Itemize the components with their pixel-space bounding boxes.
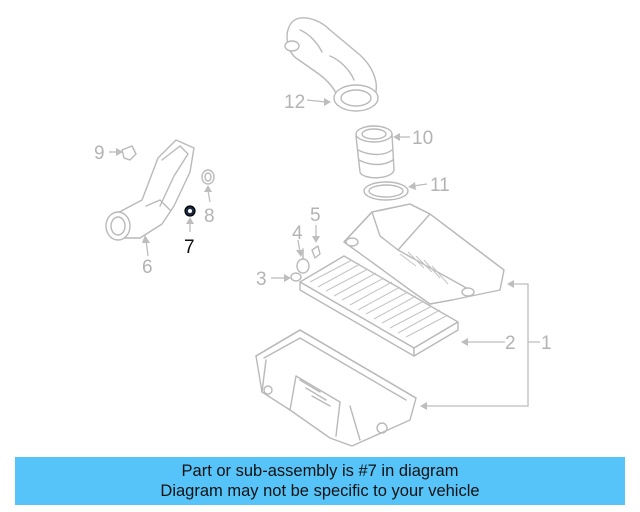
part-2-filter-element[interactable] <box>299 255 459 357</box>
part-5-screw[interactable] <box>311 245 321 259</box>
callout-3: 3 <box>256 269 267 290</box>
callout-2: 2 <box>505 333 516 354</box>
air-cleaner-housing-cover[interactable] <box>343 203 505 305</box>
air-cleaner-housing-lower[interactable] <box>255 329 417 447</box>
banner-line-part-number: Part or sub-assembly is #7 in diagram <box>181 462 459 480</box>
callout-1: 1 <box>541 333 552 354</box>
part-7-nut[interactable] <box>184 205 196 217</box>
part-11-seal-ring[interactable] <box>363 181 409 201</box>
callout-7: 7 <box>184 237 195 258</box>
callout-9: 9 <box>94 143 105 164</box>
part-10-mass-air-sensor[interactable] <box>355 125 395 179</box>
callout-10: 10 <box>412 128 433 149</box>
callout-8: 8 <box>204 206 215 227</box>
callout-5: 5 <box>310 205 321 226</box>
callout-11: 11 <box>430 175 450 196</box>
callout-4: 4 <box>292 223 303 244</box>
callout-labels: 12 10 11 9 8 7 6 3 4 5 2 1 <box>94 92 552 354</box>
leader-lines <box>109 98 540 410</box>
part-6-air-inlet-duct[interactable] <box>105 139 195 241</box>
info-banner: Part or sub-assembly is #7 in diagram Di… <box>15 457 625 505</box>
callout-6: 6 <box>142 257 153 278</box>
part-9-clip[interactable] <box>121 145 137 161</box>
part-3-bolt[interactable] <box>290 272 302 282</box>
part-12-intake-hose[interactable] <box>284 17 379 112</box>
part-8-grommet[interactable] <box>201 169 215 185</box>
parts-diagram: 12 10 11 9 8 7 6 3 4 5 2 1 <box>94 17 552 447</box>
banner-line-disclaimer: Diagram may not be specific to your vehi… <box>160 482 480 500</box>
callout-12: 12 <box>284 92 305 113</box>
